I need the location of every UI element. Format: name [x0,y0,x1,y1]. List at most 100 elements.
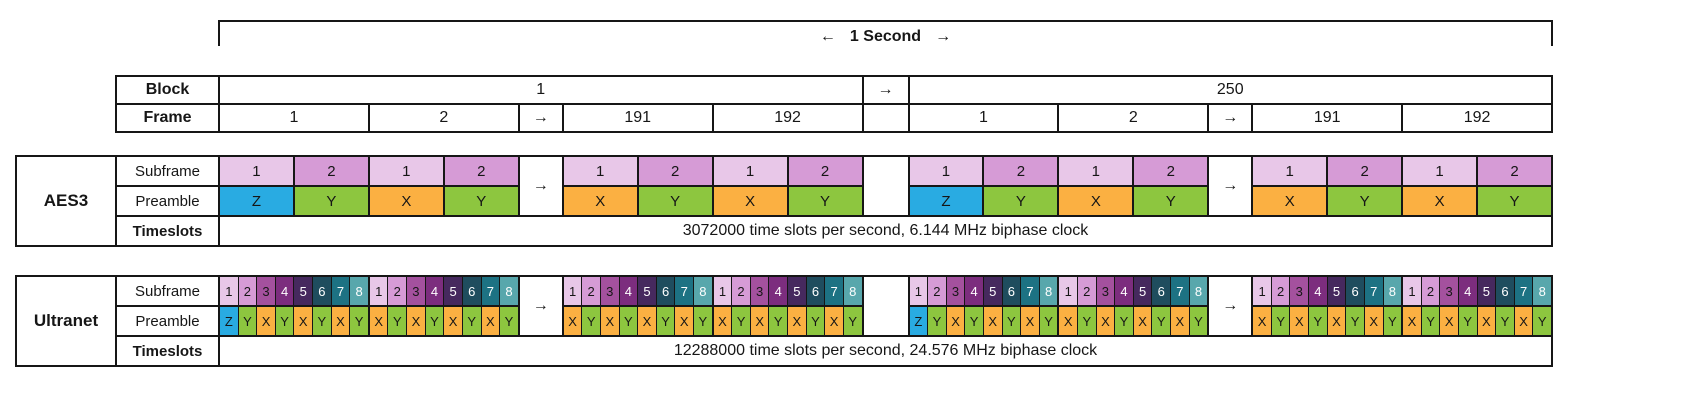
preamble-cell-z: Z [909,187,985,215]
subframe-cell: 1 [909,277,929,305]
frame-number-cell: 191 [1253,105,1404,131]
preamble-cell-z: Z [909,307,929,335]
frames-ellipsis-arrow: → [519,277,564,337]
frame-number-cell: 2 [1059,105,1210,131]
subframe-cell: 6 [1002,277,1022,305]
subframe-cell: 7 [1021,277,1040,305]
subframe-cell: 3 [1096,277,1116,305]
subframe-cell: 2 [1421,277,1441,305]
ultranet-row-labels: Subframe Preamble Timeslots [117,277,220,365]
preamble-cell-y: Y [1328,187,1402,215]
subframe-cell: 2 [388,277,408,305]
subframe-cell: 1 [909,157,985,185]
block-frame-row-labels: Block Frame [117,77,220,131]
one-second-bracket: ← 1 Second → [218,20,1553,46]
subframe-cell: 7 [825,277,844,305]
preamble-cell-x: X [750,307,770,335]
preamble-cell-y: Y [656,307,676,335]
frame-row-label: Frame [143,109,192,126]
preamble-cell-x: X [1059,187,1135,215]
preamble-cell-x: X [1364,307,1384,335]
frames-ellipsis-arrow: → [519,157,564,217]
subframe-cell: 5 [1477,277,1497,305]
preamble-cell-y: Y [313,307,332,335]
preamble-cell-x: X [638,307,657,335]
subframe-cell: 4 [769,277,789,305]
subframe-cell: 8 [1189,277,1208,305]
subframe-cell: 8 [350,277,368,305]
preamble-cell-x: X [1290,307,1310,335]
subframe-cell: 4 [1115,277,1134,305]
subframe-cell: 5 [638,277,657,305]
preamble-cell-y: Y [1383,307,1402,335]
subframe-cell: 8 [1383,277,1402,305]
empty-cell [864,105,908,131]
row-label-preamble: Preamble [117,307,218,337]
preamble-cell-y: Y [1458,307,1478,335]
preamble-cell-x: X [825,307,844,335]
subframe-cell: 1 [1403,157,1479,185]
block-gap [861,157,910,217]
subframe-cell: 6 [462,277,482,305]
preamble-cell-y: Y [1152,307,1172,335]
subframe-cell: 2 [1077,277,1097,305]
subframe-cell: 1 [369,277,389,305]
subframe-cell: 2 [1271,277,1291,305]
preamble-cell-x: X [563,187,639,215]
preamble-cell-x: X [600,307,620,335]
subframe-cell: 7 [331,277,351,305]
preamble-cell-x: X [1477,307,1497,335]
preamble-cell-z: Z [220,307,239,335]
subframe-cell: 2 [582,277,601,305]
aes3-title: AES3 [17,157,117,245]
subframe-cell: 5 [294,277,314,305]
subframe-cell: 2 [788,157,862,185]
subframe-cell: 4 [275,277,295,305]
preamble-cell-x: X [369,187,445,215]
preamble-cell-x: X [1253,307,1272,335]
preamble-cell-y: Y [638,187,712,215]
frame-number-cell: 192 [1463,109,1491,126]
subframe-cell: 6 [656,277,676,305]
subframe-cell: 5 [983,277,1003,305]
blocks-ellipsis-arrow: → [863,77,908,105]
ultranet-timeslots-text: 12288000 time slots per second, 24.576 M… [673,342,1098,359]
block-gap [861,277,910,337]
preamble-cell-y: Y [238,307,258,335]
frame-number-cell: 2 [370,105,520,131]
preamble-cell-x: X [1514,307,1534,335]
preamble-cell-x: X [946,307,966,335]
preamble-cell-x: X [444,307,463,335]
preamble-cell-x: X [1403,307,1422,335]
subframe-cell: 8 [1039,277,1058,305]
